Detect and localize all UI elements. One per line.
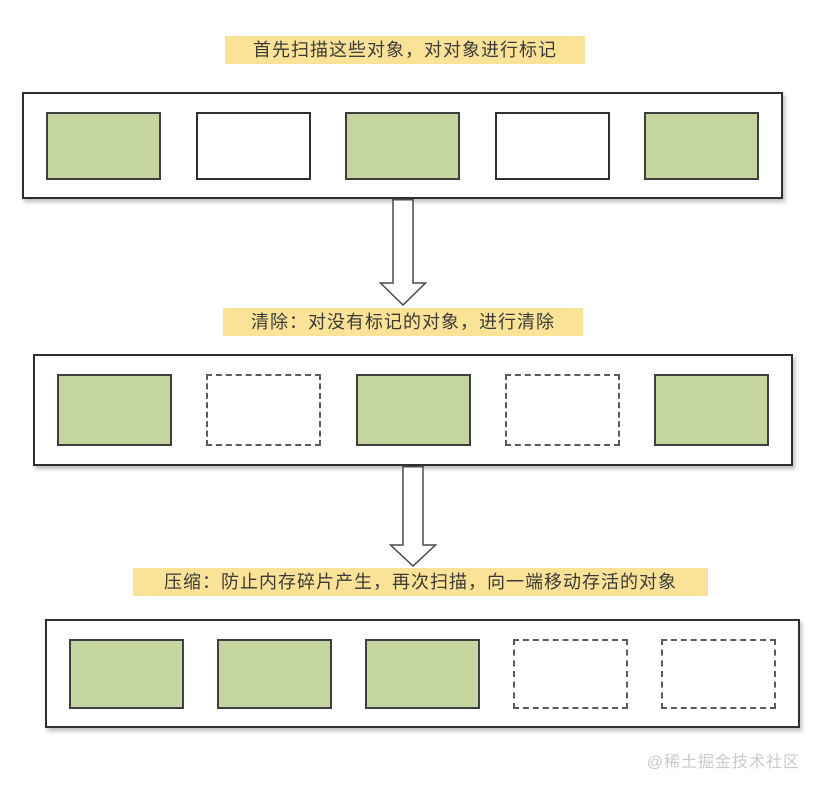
memory-box-live: [654, 374, 769, 446]
memory-box-cleared: [504, 374, 620, 446]
memory-box-live: [57, 374, 172, 446]
memory-box-live: [69, 638, 184, 709]
down-arrow-icon: [389, 466, 437, 567]
memory-box-cleared: [513, 638, 628, 709]
step-title-sweep: 清除：对没有标记的对象，进行清除: [223, 308, 583, 336]
step-title-compact: 压缩：防止内存碎片产生，再次扫描，向一端移动存活的对象: [133, 568, 708, 596]
memory-box-live: [217, 638, 332, 709]
memory-row-compacted: [45, 619, 800, 728]
watermark: @稀土掘金技术社区: [646, 754, 800, 771]
memory-box-free: [494, 111, 610, 180]
step-title-mark: 首先扫描这些对象，对对象进行标记: [225, 36, 585, 64]
memory-box-live: [355, 374, 471, 446]
memory-box-live: [46, 111, 161, 180]
memory-box-cleared: [206, 374, 322, 446]
memory-box-live: [644, 111, 759, 180]
memory-row-marked: [22, 92, 783, 199]
memory-box-live: [365, 638, 480, 709]
memory-row-swept: [33, 354, 793, 466]
memory-box-cleared: [661, 638, 776, 709]
memory-box-free: [195, 111, 311, 180]
down-arrow-icon: [379, 199, 427, 306]
memory-box-live: [345, 111, 460, 180]
